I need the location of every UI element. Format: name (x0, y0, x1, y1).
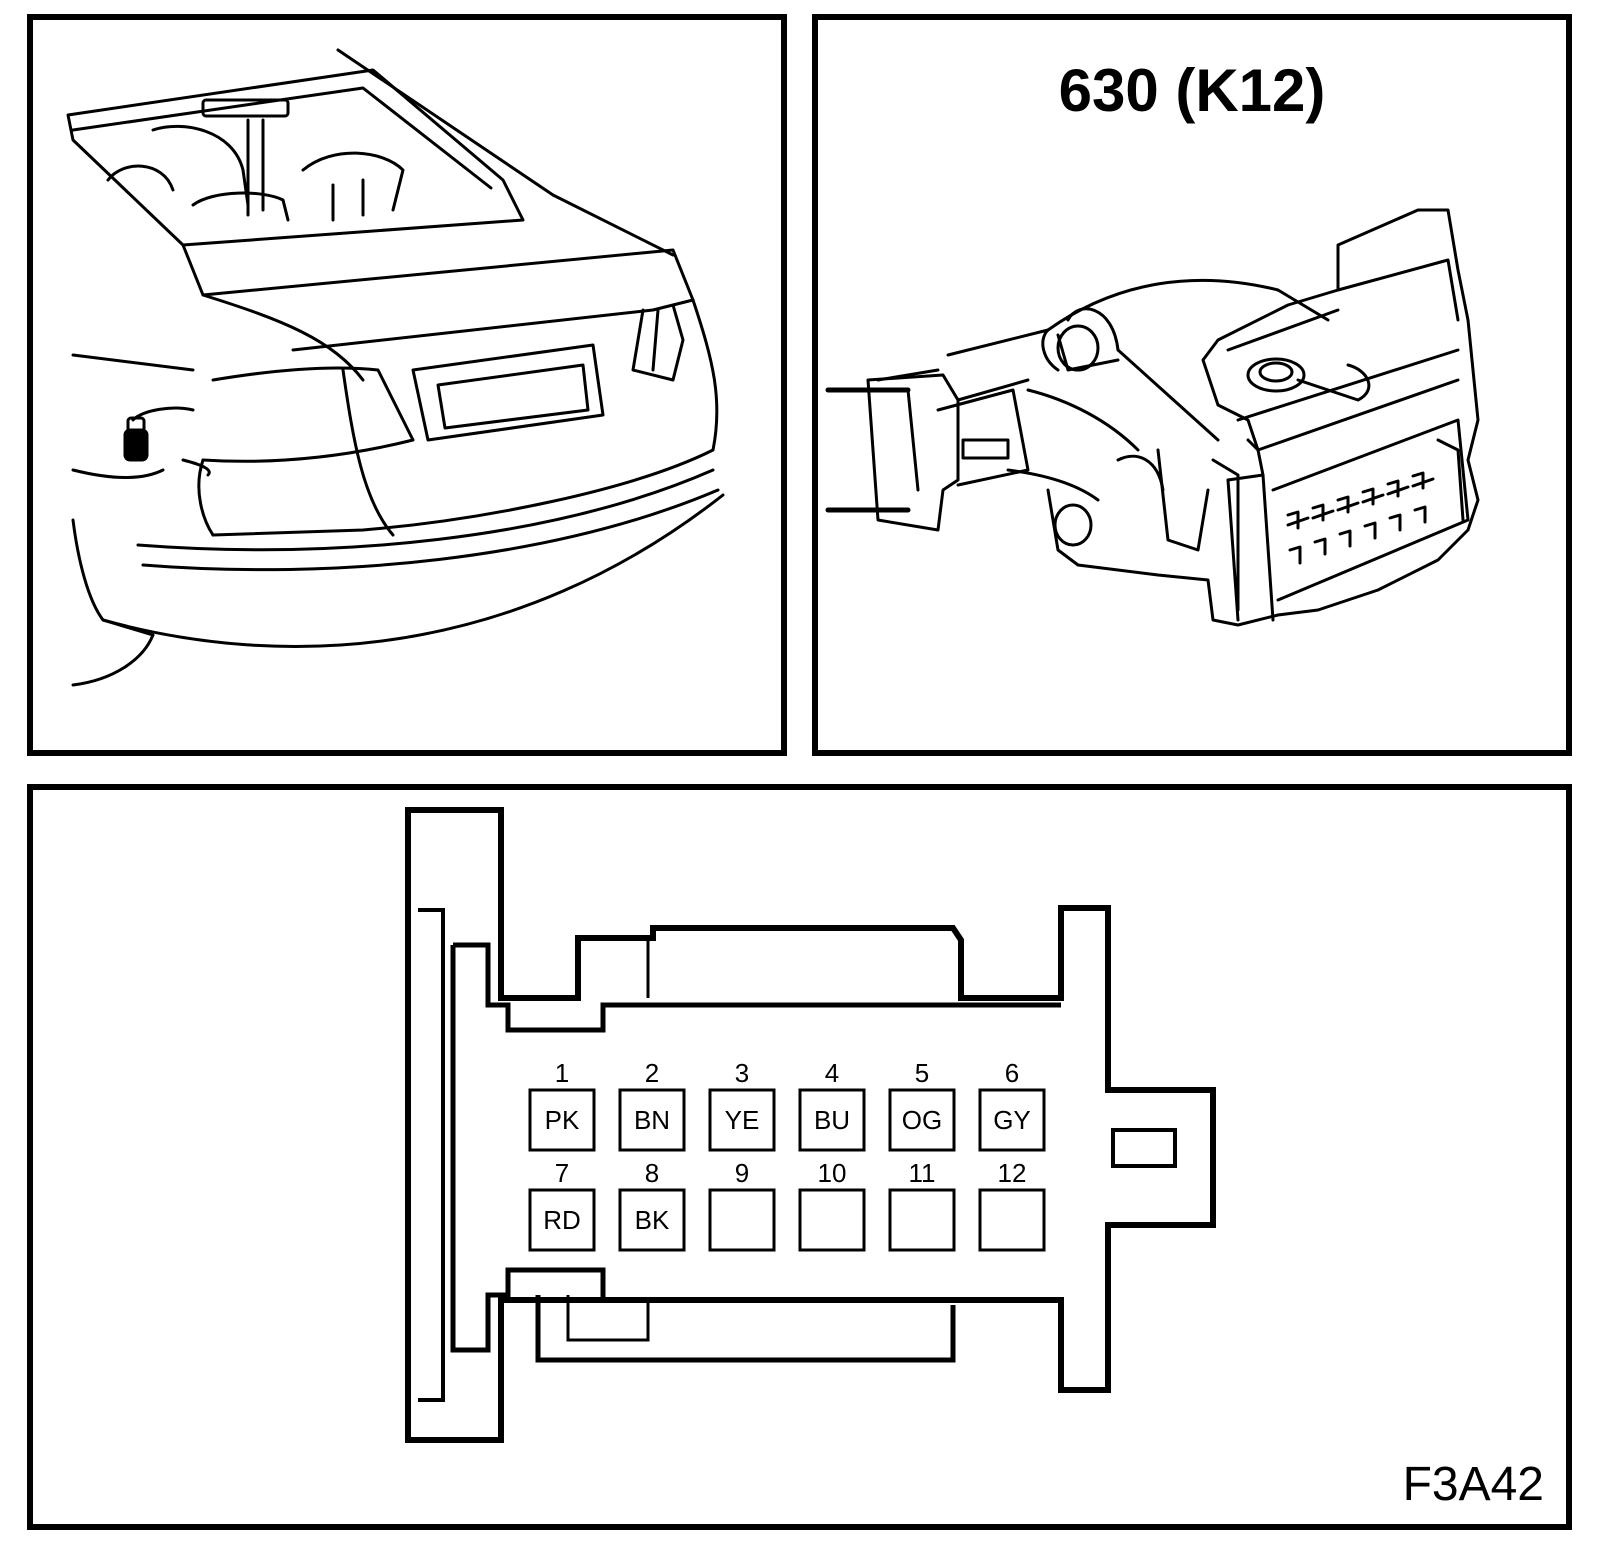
pin-wire-color: OG (902, 1105, 942, 1135)
pin-cavity (528, 1088, 596, 1152)
pin-number: 12 (998, 1158, 1027, 1188)
pin-cavity (978, 1088, 1046, 1152)
pin-cavity (618, 1088, 686, 1152)
pin-wire-color: PK (545, 1105, 580, 1135)
pin-cavity (528, 1188, 596, 1252)
pin-cavity (708, 1088, 776, 1152)
pin-number: 11 (909, 1158, 936, 1188)
pin-wire-color: YE (725, 1105, 760, 1135)
pin-cavity (708, 1188, 776, 1252)
connector-face-diagram: 1PK 2BN 3YE 4BU 5OG 6GY 7RD 8BK 9 10 11 12 (405, 807, 1216, 1443)
pin-cavity (618, 1188, 686, 1252)
pin-number: 8 (645, 1158, 659, 1188)
pin-number: 2 (645, 1058, 659, 1088)
pin-number: 5 (915, 1058, 929, 1088)
connector-3d-illustration (825, 208, 1480, 627)
pin-number: 1 (555, 1058, 569, 1088)
pin-cavity (888, 1188, 956, 1252)
pin-cavity (888, 1088, 956, 1152)
car-rear-illustration (66, 48, 725, 687)
pin-number: 7 (555, 1158, 569, 1188)
car-location-panel (27, 14, 787, 756)
pin-number: 6 (1005, 1058, 1019, 1088)
pin-number: 4 (825, 1058, 839, 1088)
connector-title: 630 (K12) (1058, 57, 1326, 124)
pin-cavity (798, 1188, 866, 1252)
pin-number: 10 (818, 1158, 847, 1188)
figure-code: F3A42 (1402, 1458, 1544, 1511)
pin-wire-color: BK (635, 1205, 670, 1235)
pin-wire-color: GY (993, 1105, 1031, 1135)
connector-panel: 630 (K12) (812, 14, 1572, 756)
pin-number: 3 (735, 1058, 749, 1088)
pin-cavity (798, 1088, 866, 1152)
pin-wire-color: BU (814, 1105, 850, 1135)
pin-number: 9 (735, 1158, 749, 1188)
pin-grid: 1PK 2BN 3YE 4BU 5OG 6GY 7RD 8BK 9 10 11 12 (528, 1058, 1046, 1252)
pin-wire-color: RD (543, 1205, 581, 1235)
pin-cavity (978, 1188, 1046, 1252)
pin-wire-color: BN (634, 1105, 670, 1135)
